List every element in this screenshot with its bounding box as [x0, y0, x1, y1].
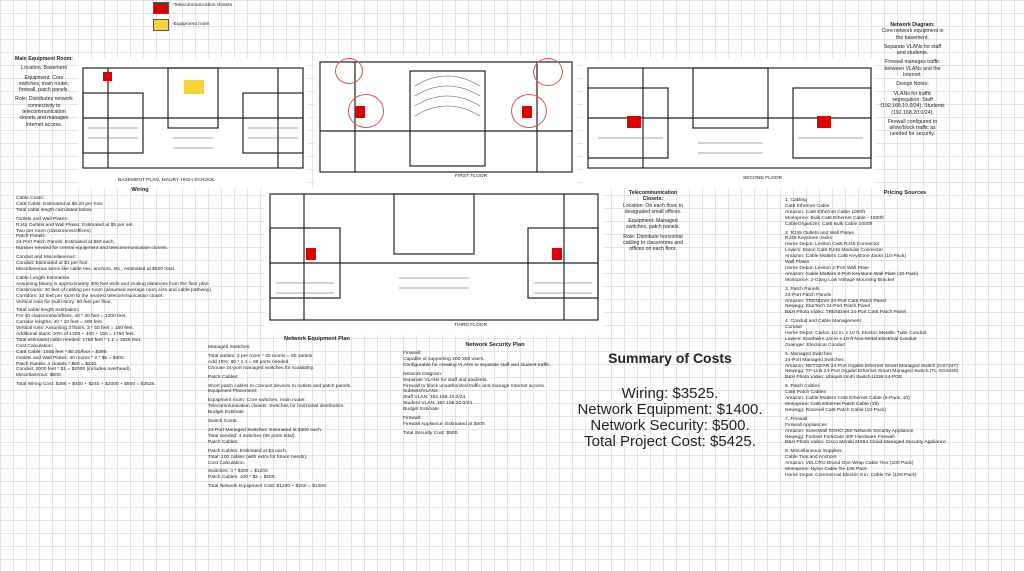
network-equipment-paragraph: Managed Switches: [208, 345, 251, 350]
network-equipment-section: Managed Switches: Total outlets: 2 per r… [208, 345, 394, 493]
wiring-paragraph: Total Wiring Cost: $385 + $400 + $240 + … [16, 382, 156, 388]
network-equipment-paragraph: Short patch cables to connect devices to… [208, 383, 352, 395]
pricing-section: 1. Cabling Cat6 Ethernet Cable Amazon: C… [785, 198, 1021, 482]
wiring-paragraph: Outlets and Wall Plates: RJ45 Outlets an… [16, 216, 168, 252]
summary-of-costs: Summary of Costs Wiring: $3525. Network … [560, 350, 780, 450]
pricing-paragraph: 2. RJ45 Outlets and Wall Plates RJ45 Key… [785, 230, 919, 283]
telecom-legend-label: -Telecommunication closets [172, 3, 233, 8]
pricing-paragraph: 6. Patch Cables Cat6 Patch Cables Amazon… [785, 384, 910, 413]
pricing-paragraph: 7. Firewall Firewall Appliances Amazon: … [785, 416, 946, 446]
telecom-highlight-circle [335, 58, 363, 84]
summary-wiring: Wiring: $3525. [621, 385, 719, 402]
network-diagram-line: Firewall manages traffic between VLANs a… [884, 59, 941, 79]
network-security-paragraph: Firewall: Firewall Appliance: Estimated … [403, 416, 486, 427]
summary-security: Network Security: $500. [590, 417, 750, 434]
telecom-closet-marker [552, 248, 562, 260]
main-equipment-line: Role: Distributes network connectivity t… [15, 96, 73, 128]
first-floor-caption: FIRST FLOOR [455, 174, 488, 179]
network-diagram-notes: Network Diagram: Core network equipment … [880, 22, 945, 141]
telecom-highlight-circle [348, 94, 384, 128]
network-equipment-paragraph: Equipment room: Core switches, main rout… [208, 398, 345, 416]
equipment-legend-swatch [153, 19, 169, 31]
wiring-paragraph: Total cable length estimation: For 40 cl… [16, 308, 142, 379]
network-equipment-paragraph: Switch Costs: [208, 419, 238, 425]
basement-caption: BASEMENT PLAN, MAURY HIGH SCHOOL [118, 178, 215, 183]
first-floor-plan: FIRST FLOOR [315, 56, 577, 188]
summary-total: Total Project Cost: $5425. [584, 433, 756, 450]
network-diagram-line: Core network equipment in the basement. [881, 28, 944, 41]
main-equipment-block: Main Equipment Room: Location: Basement … [14, 56, 74, 131]
summary-title: Summary of Costs [608, 350, 732, 366]
telecom-highlight-circle [533, 58, 563, 86]
network-equipment-paragraph: 24-Port Managed Switches: Estimated at $… [208, 427, 323, 445]
telecom-closets-line: Role: Distribute horizontal cabling to c… [623, 233, 683, 253]
network-equipment-paragraph: Total Network Equipment Cost: $1200 + $2… [208, 484, 328, 490]
equipment-legend-label: -Equipment room [172, 22, 210, 27]
pricing-title: Pricing Sources [883, 190, 927, 196]
second-floor-plan: SECOND FLOOR [583, 58, 876, 188]
telecom-closet-marker [355, 106, 365, 118]
network-diagram-line: Firewall configured to allow/block traff… [887, 118, 938, 138]
network-security-paragraph: Firewall: Capable of supporting 200-300 … [403, 351, 551, 368]
network-diagram-title: Network Diagram: [890, 22, 935, 28]
network-equipment-paragraph: Patch Cables: [208, 374, 239, 380]
network-security-paragraph: Network Diagram: Separate VLANs for staf… [403, 371, 546, 413]
telecom-legend-swatch [153, 2, 169, 14]
equipment-room-marker [184, 80, 204, 94]
main-equipment-line: Location: Basement [21, 65, 67, 72]
pricing-paragraph: 8. Miscellaneous Supplies Cable Ties and… [785, 449, 917, 478]
network-diagram-line: VLANs for traffic segregation: Staff (19… [880, 90, 945, 116]
wiring-section: Cable Costs: Cat6 Cable: Estimated at $0… [16, 196, 261, 391]
network-security-paragraph: Total Security Cost: $500. [403, 430, 459, 436]
telecom-closet-marker [817, 116, 831, 128]
network-equipment-paragraph: Total outlets: 2 per room * 40 rooms = 8… [208, 353, 315, 371]
basement-floor-plan: BASEMENT PLAN, MAURY HIGH SCHOOL [78, 58, 308, 188]
telecom-closets-notes: Telecommunication Closets: Location: On … [618, 190, 688, 256]
main-equipment-line: Equipment: Core switches, main router, f… [18, 74, 70, 94]
telecom-closet-marker [103, 72, 112, 81]
telecom-closets-line: Equipment: Managed switches, patch panel… [626, 218, 680, 231]
network-security-title: Network Security Plan [465, 342, 525, 348]
telecom-closet-marker [522, 106, 532, 118]
network-diagram-line: Separate VLANs for staff and students. [883, 43, 942, 57]
network-equipment-paragraph: Switches: 4 * $300 = $1200. Patch Cables… [208, 469, 276, 481]
pricing-paragraph: 4. Conduit and Cable Management Conduit … [785, 319, 927, 348]
telecom-closet-marker [306, 248, 316, 260]
network-equipment-title: Network Equipment Plan [284, 336, 350, 342]
network-diagram-line: Design Notes: [896, 81, 929, 88]
telecom-closets-title: Telecommunication Closets: [628, 190, 678, 203]
second-floor-caption: SECOND FLOOR [743, 176, 783, 181]
telecom-highlight-circle [511, 94, 547, 128]
third-floor-plan: THIRD FLOOR [264, 188, 604, 335]
summary-equipment: Network Equipment: $1400. [577, 401, 763, 418]
pricing-paragraph: 3. Patch Panels 24-Port Patch Panels Ama… [785, 286, 907, 316]
network-equipment-paragraph: Patch Cables: Estimated at $2 each. Tota… [208, 448, 308, 466]
pricing-paragraph: 5. Managed Switches 24-Port Managed Swit… [785, 351, 959, 381]
pricing-paragraph: 1. Cabling Cat6 Ethernet Cable Amazon: C… [785, 198, 884, 227]
wiring-title: Wiring [131, 187, 149, 193]
wiring-paragraph: Conduit and Miscellaneous: Conduit: Esti… [16, 255, 176, 272]
wiring-paragraph: Cable Length Estimation Assuming Maury i… [16, 275, 213, 305]
network-security-section: Firewall: Capable of supporting 200-300 … [403, 351, 553, 440]
wiring-paragraph: Cable Costs: Cat6 Cable: Estimated at $0… [16, 196, 104, 213]
telecom-closet-marker [627, 116, 641, 128]
third-floor-caption: THIRD FLOOR [454, 323, 488, 328]
telecom-closets-line: Location: On each floor, in designated s… [622, 202, 684, 215]
main-equipment-title: Main Equipment Room: [15, 56, 73, 62]
